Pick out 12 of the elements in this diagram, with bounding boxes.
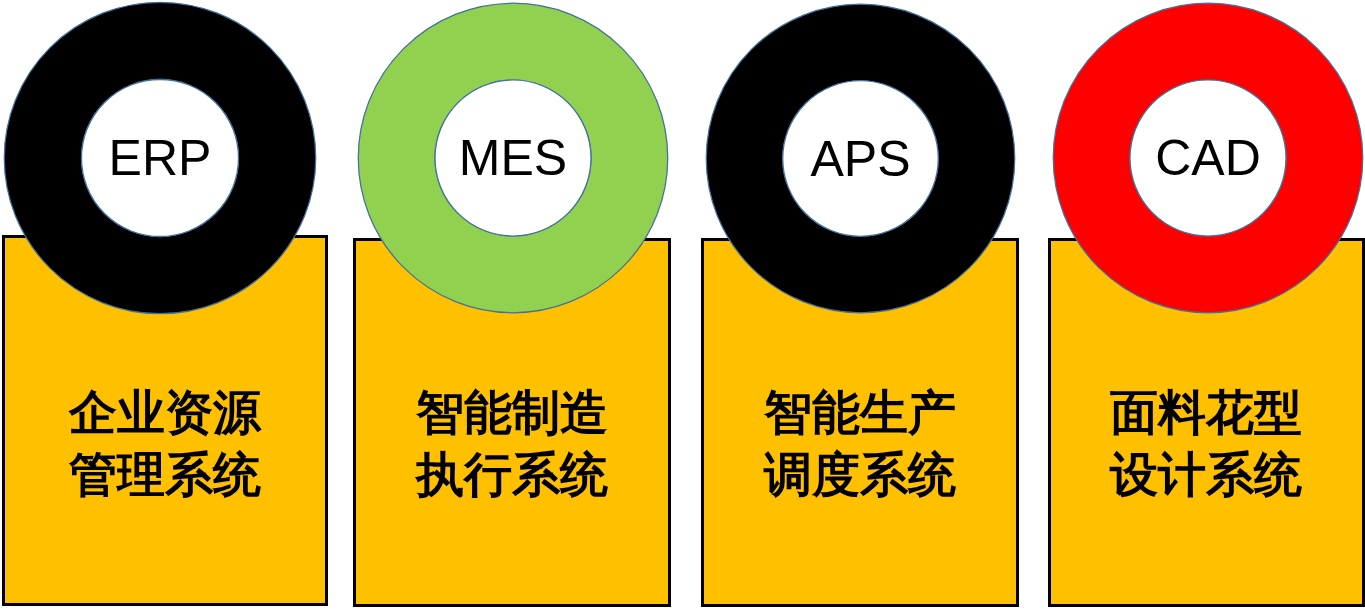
box-label: 智能制造执行系统 [414,383,609,504]
ring-label: CAD [1155,130,1261,186]
ring-label: MES [458,130,568,186]
ring-label: ERP [108,130,212,186]
box-label: 智能生产调度系统 [762,383,957,504]
ring-label: APS [810,130,911,187]
box-label: 企业资源管理系统 [67,383,263,504]
donut-ring [1052,2,1364,314]
donut-ring [705,3,1016,314]
donut-ring [3,1,317,315]
donut-ring [357,2,669,314]
box-label: 面料花型设计系统 [1108,383,1304,504]
